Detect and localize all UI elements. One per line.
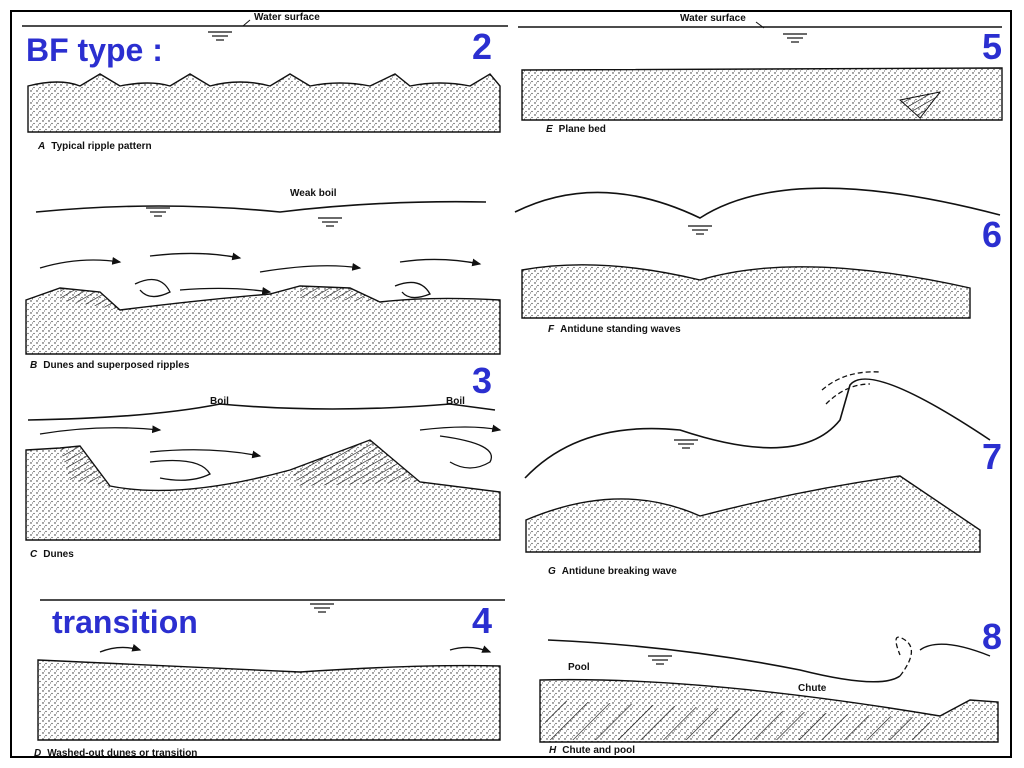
caption-a-text: Typical ripple pattern [51, 141, 152, 152]
flow-arrow-c-3 [419, 424, 502, 433]
dune-foreset-c [290, 440, 420, 486]
flow-arrow-d-1 [99, 644, 142, 653]
water-surface-f [514, 187, 1001, 219]
caption-a-letter: A [38, 141, 46, 152]
water-surface-label-right: Water surface [680, 13, 746, 24]
pool-label: Pool [568, 662, 590, 673]
water-surface-leader-left [242, 19, 251, 27]
water-surface-leader-right [755, 21, 765, 29]
flow-arrow-b-5 [179, 286, 272, 295]
water-surface-g [524, 378, 991, 479]
caption-f: F Antidune standing waves [548, 324, 681, 335]
plane-bed-e [521, 67, 1003, 121]
caption-h-letter: H [549, 745, 557, 756]
caption-g: G Antidune breaking wave [548, 566, 677, 577]
flow-arrow-b-1 [39, 256, 122, 269]
pool-crossbeds-h [545, 700, 930, 740]
bf-type-title: BF type : [26, 32, 163, 68]
caption-b: B Dunes and superposed ripples [30, 360, 189, 371]
caption-e: E Plane bed [546, 124, 606, 135]
caption-d-letter: D [34, 748, 42, 759]
breaking-crest-g-2 [825, 383, 871, 405]
figure-frame [10, 10, 1012, 758]
chute-label: Chute [798, 683, 827, 694]
breaking-crest-g-1 [821, 371, 881, 391]
downstream-surface-h [919, 643, 991, 657]
flow-arrow-c-1 [39, 425, 162, 435]
caption-a: A Typical ripple pattern [38, 141, 152, 152]
caption-g-text: Antidune breaking wave [561, 566, 677, 577]
flow-arrow-b-4 [399, 258, 482, 267]
caption-g-letter: G [548, 566, 556, 577]
hydraulic-jump-h [895, 636, 912, 677]
bf-number-h: 8 [982, 616, 1003, 657]
water-surface-label-left: Water surface [254, 12, 320, 23]
antidune-bed-g [525, 475, 981, 553]
cross-bed-e [898, 91, 942, 119]
eddy-b-2 [394, 281, 431, 299]
caption-b-letter: B [30, 360, 38, 371]
flow-arrow-b-2 [149, 252, 242, 261]
caption-h: H Chute and pool [549, 745, 635, 756]
water-surface-c [27, 403, 496, 421]
caption-c: C Dunes [30, 549, 74, 560]
dune-foreset-b-2 [300, 286, 380, 302]
water-surface-b [35, 200, 487, 213]
bf-number-a: 2 [472, 26, 493, 67]
caption-d: D Washed-out dunes or transition [34, 748, 197, 759]
weak-boil-label: Weak boil [290, 188, 337, 199]
flow-arrow-b-3 [259, 262, 362, 273]
transition-title: transition [52, 604, 198, 640]
caption-c-letter: C [30, 549, 38, 560]
caption-b-text: Dunes and superposed ripples [43, 360, 190, 371]
caption-d-text: Washed-out dunes or transition [47, 748, 198, 759]
dune-bed-c [25, 439, 501, 541]
eddy-c-1 [439, 435, 493, 469]
dune-bed-b [25, 285, 501, 355]
bf-number-c: 3 [472, 360, 493, 401]
caption-h-text: Chute and pool [562, 745, 636, 756]
caption-c-text: Dunes [43, 549, 74, 560]
dune-foreset-b-1 [60, 288, 120, 310]
flow-arrow-d-2 [449, 645, 492, 653]
ripple-bed-a [27, 73, 501, 133]
dune-foreset-c-2 [60, 446, 110, 486]
caption-e-text: Plane bed [558, 124, 606, 135]
boil-label-1: Boil [210, 396, 229, 407]
boil-label-2: Boil [446, 396, 465, 407]
caption-e-letter: E [546, 124, 553, 135]
caption-f-text: Antidune standing waves [560, 324, 681, 335]
bf-number-g: 7 [982, 436, 1003, 477]
bf-number-e: 5 [982, 26, 1003, 67]
transition-bed-d [37, 659, 501, 741]
eddy-b-1 [134, 278, 171, 298]
antidune-bed-f [521, 264, 971, 319]
caption-f-letter: F [548, 324, 555, 335]
eddy-c-2 [149, 459, 211, 481]
water-surface-h [547, 639, 901, 683]
bf-number-d: 4 [472, 600, 493, 641]
bf-number-f: 6 [982, 214, 1003, 255]
flow-arrow-c-2 [149, 449, 262, 459]
